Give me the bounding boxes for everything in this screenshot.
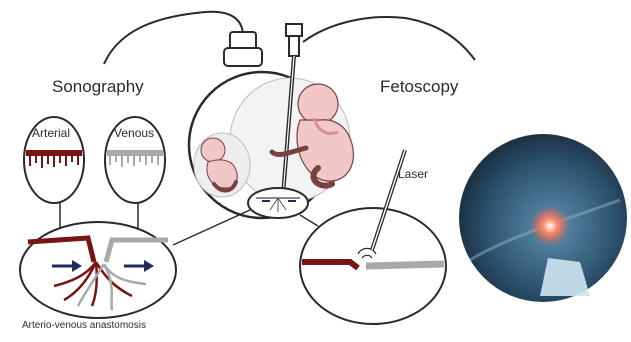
fetoscopy-label: Fetoscopy (380, 77, 458, 97)
sonography-label: Sonography (52, 77, 144, 97)
venous-label: Venous (114, 126, 154, 140)
anastomosis-label: Arterio-venous anastomosis (22, 320, 146, 331)
fetoscope-cable (303, 17, 475, 60)
anastomosis-detail (20, 222, 176, 318)
connector-line-2 (300, 215, 318, 226)
placenta-inset (248, 188, 308, 218)
fetoscopy-photo (458, 133, 628, 303)
ultrasound-probe-icon (224, 32, 262, 66)
probe-cable (104, 12, 243, 64)
laser-spot-icon (530, 206, 570, 246)
connector-line (173, 210, 250, 245)
arterial-label: Arterial (32, 126, 70, 140)
laser-label: Laser (398, 167, 428, 181)
